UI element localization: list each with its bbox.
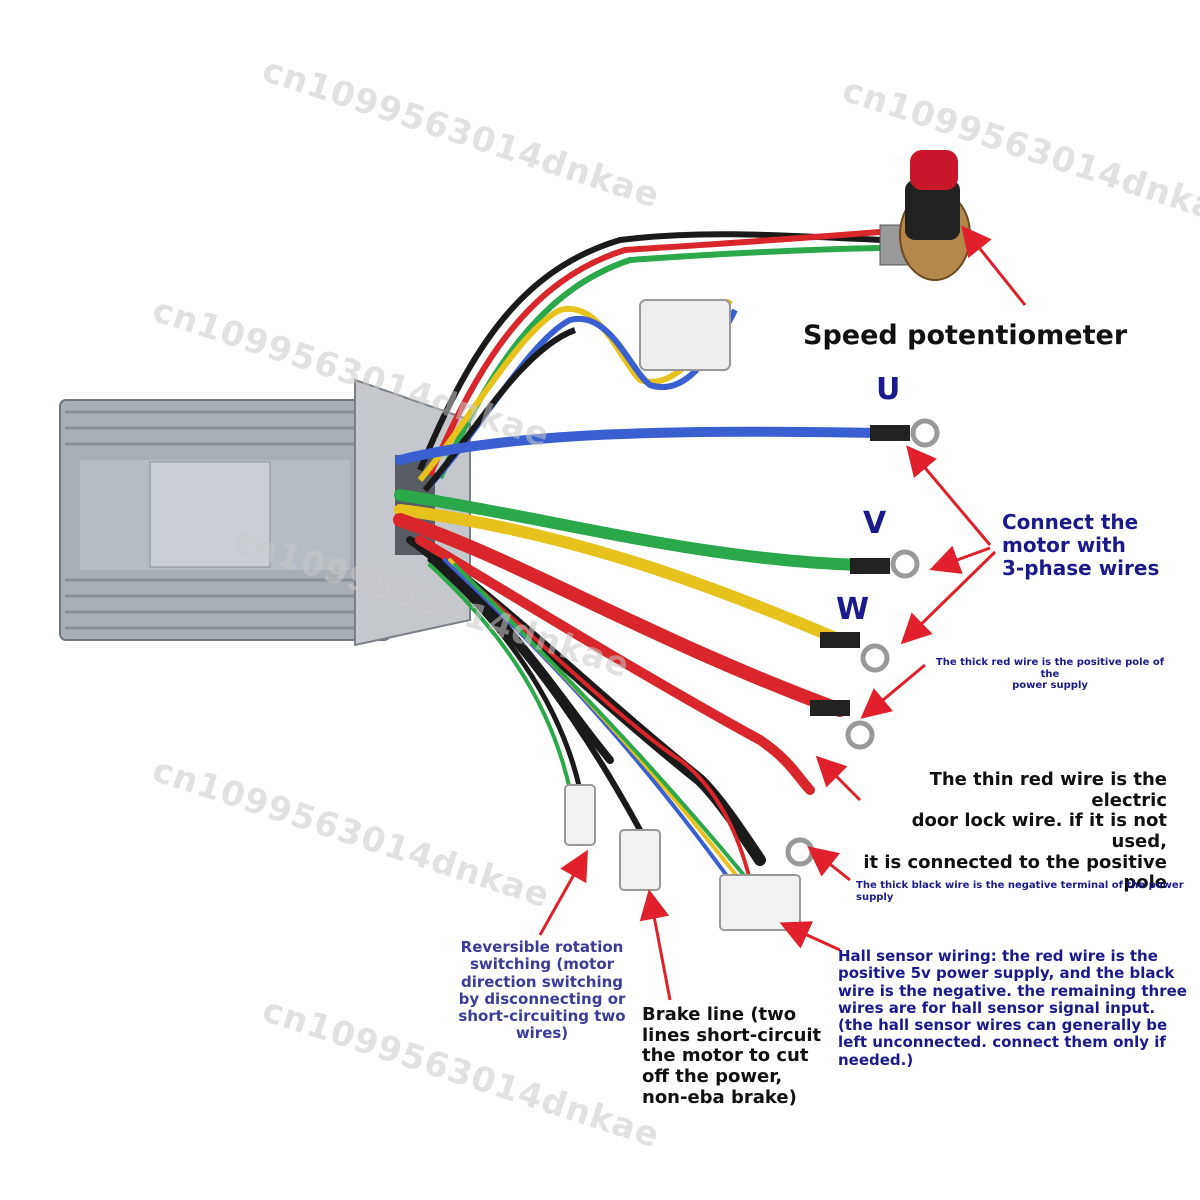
reverse-line: direction switching bbox=[460, 972, 624, 991]
hall-line: positive 5v power supply, and the black bbox=[838, 964, 1175, 983]
brake-line: Brake line (two bbox=[642, 1004, 797, 1025]
phase-note-line: Connect the bbox=[1002, 510, 1139, 534]
callout-arrows bbox=[538, 225, 1027, 1001]
thin-red-line: pole bbox=[1123, 872, 1167, 894]
white-connector-top bbox=[639, 299, 731, 371]
thick-red-line: power supply bbox=[1012, 680, 1088, 691]
phase-w-label: W bbox=[836, 592, 870, 627]
controller-label-plate bbox=[149, 461, 271, 568]
reverse-line: by disconnecting or bbox=[458, 989, 626, 1008]
thick-red-label: The thick red wire is the positive pole … bbox=[930, 657, 1170, 692]
brake-line: off the power, bbox=[642, 1066, 783, 1088]
brake-line: non-eba brake) bbox=[642, 1086, 797, 1108]
reverse-line: wires) bbox=[515, 1024, 569, 1043]
ring-terminals bbox=[810, 418, 940, 750]
lower-wire-bundle bbox=[406, 535, 815, 882]
reverse-switch-label: Reversible rotation switching (motor dir… bbox=[452, 938, 632, 1043]
hall-connector bbox=[719, 874, 801, 931]
brake-line: the motor to cut bbox=[642, 1045, 809, 1067]
speed-potentiometer-label: Speed potentiometer bbox=[803, 320, 1128, 351]
hall-line: wires are for hall sensor signal input. bbox=[838, 998, 1156, 1017]
thin-red-label: The thin red wire is the electric door l… bbox=[862, 769, 1167, 894]
reverse-line: Reversible rotation bbox=[460, 938, 624, 956]
hall-line: (the hall sensor wires can generally be bbox=[838, 1016, 1168, 1034]
thin-red-line: The thin red wire is the electric bbox=[929, 769, 1167, 811]
reverse-connector bbox=[564, 784, 596, 846]
black-ring-terminal bbox=[785, 837, 815, 867]
reverse-line: short-circuiting two bbox=[458, 1007, 626, 1025]
brake-line: lines short-circuit bbox=[642, 1024, 822, 1046]
phase-note-label: Connect the motor with 3-phase wires bbox=[1002, 511, 1159, 580]
hall-line: Hall sensor wiring: the red wire is the bbox=[838, 947, 1158, 965]
phase-note-line: 3-phase wires bbox=[1002, 556, 1160, 580]
brake-line-label: Brake line (two lines short-circuit the … bbox=[642, 1004, 822, 1108]
thick-black-line: supply bbox=[856, 891, 894, 903]
phase-wires bbox=[393, 426, 885, 717]
thick-red-line: The thick red wire is the positive pole … bbox=[935, 657, 1165, 680]
phase-note-line: motor with bbox=[1002, 533, 1126, 557]
thick-black-line: The thick black wire is the negative ter… bbox=[856, 880, 1184, 891]
thin-red-line: door lock wire. if it is not used, bbox=[911, 810, 1167, 853]
hall-line: left unconnected. connect them only if bbox=[838, 1033, 1166, 1052]
hall-sensor-label: Hall sensor wiring: the red wire is the … bbox=[838, 947, 1187, 1069]
brake-connector bbox=[619, 829, 661, 891]
speed-potentiometer bbox=[879, 150, 971, 281]
thin-red-line: it is connected to the positive bbox=[863, 851, 1167, 873]
phase-v-label: V bbox=[863, 506, 887, 541]
hall-line: wire is the negative. the remaining thre… bbox=[838, 981, 1187, 1000]
reverse-line: switching (motor bbox=[469, 955, 615, 974]
thick-black-label: The thick black wire is the negative ter… bbox=[856, 880, 1184, 903]
phase-u-label: U bbox=[876, 372, 901, 407]
hall-line: needed.) bbox=[838, 1050, 914, 1069]
